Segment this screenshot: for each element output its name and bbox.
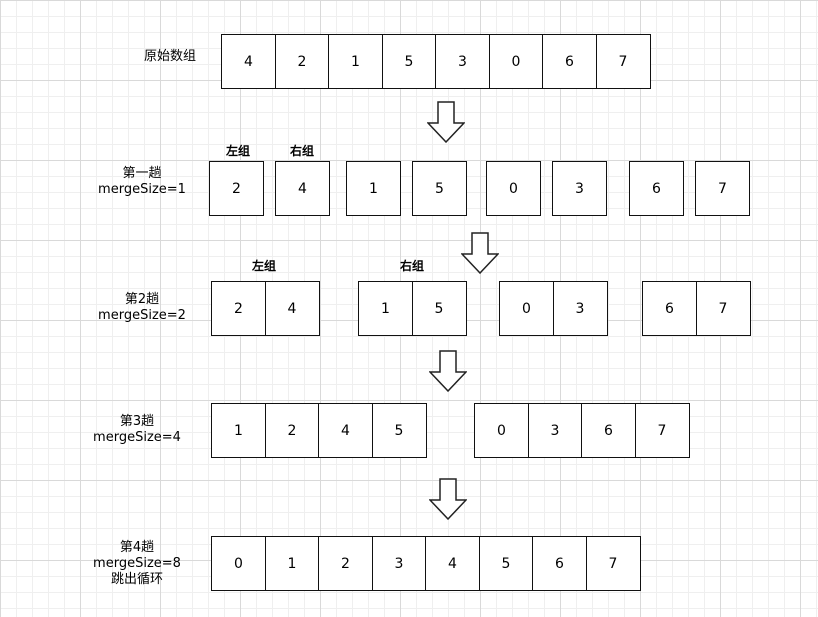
array-cell: 3 xyxy=(435,34,490,89)
down-arrow-icon xyxy=(461,232,499,274)
array-cell: 3 xyxy=(527,403,583,458)
array-cell: 2 xyxy=(274,34,330,89)
pass-1-group: 1 xyxy=(346,161,401,216)
array-cell: 1 xyxy=(358,281,413,336)
array-cell: 4 xyxy=(221,34,276,89)
pass-1-group: 0 xyxy=(486,161,541,216)
pass-2-group: 0 3 xyxy=(499,281,608,336)
array-cell: 5 xyxy=(381,34,437,89)
array-cell: 0 xyxy=(486,161,541,216)
row-label-pass-2: 第2趟 mergeSize=2 xyxy=(98,292,186,323)
pass-1-group: 4 xyxy=(275,161,330,216)
pass-1-group: 2 xyxy=(209,161,264,216)
row-label-pass-4: 第4趟 mergeSize=8 跳出循环 xyxy=(93,540,181,587)
row-label-pass-1: 第一趟 mergeSize=1 xyxy=(98,166,186,197)
array-cell: 6 xyxy=(542,34,597,89)
left-group-label-pass-1: 左组 xyxy=(225,144,250,158)
array-cell: 2 xyxy=(211,281,266,336)
pass-4-group: 0 1 2 3 4 5 6 7 xyxy=(211,536,641,591)
original-array: 4 2 1 5 3 0 6 7 xyxy=(221,34,651,89)
array-cell: 5 xyxy=(371,403,427,458)
row-label-original: 原始数组 xyxy=(143,49,196,64)
pass-3-group: 1 2 4 5 xyxy=(211,403,427,458)
array-cell: 5 xyxy=(478,536,534,591)
array-cell: 3 xyxy=(552,161,607,216)
array-cell: 1 xyxy=(211,403,266,458)
down-arrow-icon xyxy=(427,101,465,143)
array-cell: 0 xyxy=(499,281,554,336)
array-cell: 1 xyxy=(264,536,320,591)
pass-2-group: 6 7 xyxy=(642,281,751,336)
pass-2-group: 1 5 xyxy=(358,281,467,336)
array-cell: 6 xyxy=(629,161,684,216)
array-cell: 1 xyxy=(346,161,401,216)
array-cell: 2 xyxy=(264,403,320,458)
array-cell: 0 xyxy=(211,536,266,591)
right-group-label-pass-2: 右组 xyxy=(399,259,424,273)
pass-1-group: 3 xyxy=(552,161,607,216)
array-cell: 4 xyxy=(425,536,480,591)
right-group-label-pass-1: 右组 xyxy=(289,144,314,158)
array-cell: 3 xyxy=(371,536,427,591)
pass-2-group: 2 4 xyxy=(211,281,320,336)
down-arrow-icon xyxy=(429,478,467,520)
left-group-label-pass-2: 左组 xyxy=(251,259,276,273)
array-cell: 2 xyxy=(318,536,373,591)
array-cell: 6 xyxy=(581,403,636,458)
array-cell: 5 xyxy=(412,161,467,216)
array-cell: 4 xyxy=(275,161,330,216)
array-cell: 7 xyxy=(585,536,641,591)
array-cell: 7 xyxy=(695,281,751,336)
row-label-pass-3: 第3趟 mergeSize=4 xyxy=(93,414,181,445)
pass-1-group: 7 xyxy=(695,161,750,216)
array-cell: 4 xyxy=(264,281,320,336)
array-cell: 1 xyxy=(328,34,383,89)
array-cell: 3 xyxy=(552,281,608,336)
down-arrow-icon xyxy=(429,350,467,392)
array-cell: 6 xyxy=(532,536,587,591)
array-cell: 5 xyxy=(411,281,467,336)
array-cell: 7 xyxy=(695,161,750,216)
pass-1-group: 6 xyxy=(629,161,684,216)
array-cell: 6 xyxy=(642,281,697,336)
array-cell: 0 xyxy=(488,34,544,89)
array-cell: 4 xyxy=(318,403,373,458)
array-cell: 7 xyxy=(634,403,690,458)
array-cell: 7 xyxy=(595,34,651,89)
array-cell: 0 xyxy=(474,403,529,458)
pass-1-group: 5 xyxy=(412,161,467,216)
array-cell: 2 xyxy=(209,161,264,216)
pass-3-group: 0 3 6 7 xyxy=(474,403,690,458)
